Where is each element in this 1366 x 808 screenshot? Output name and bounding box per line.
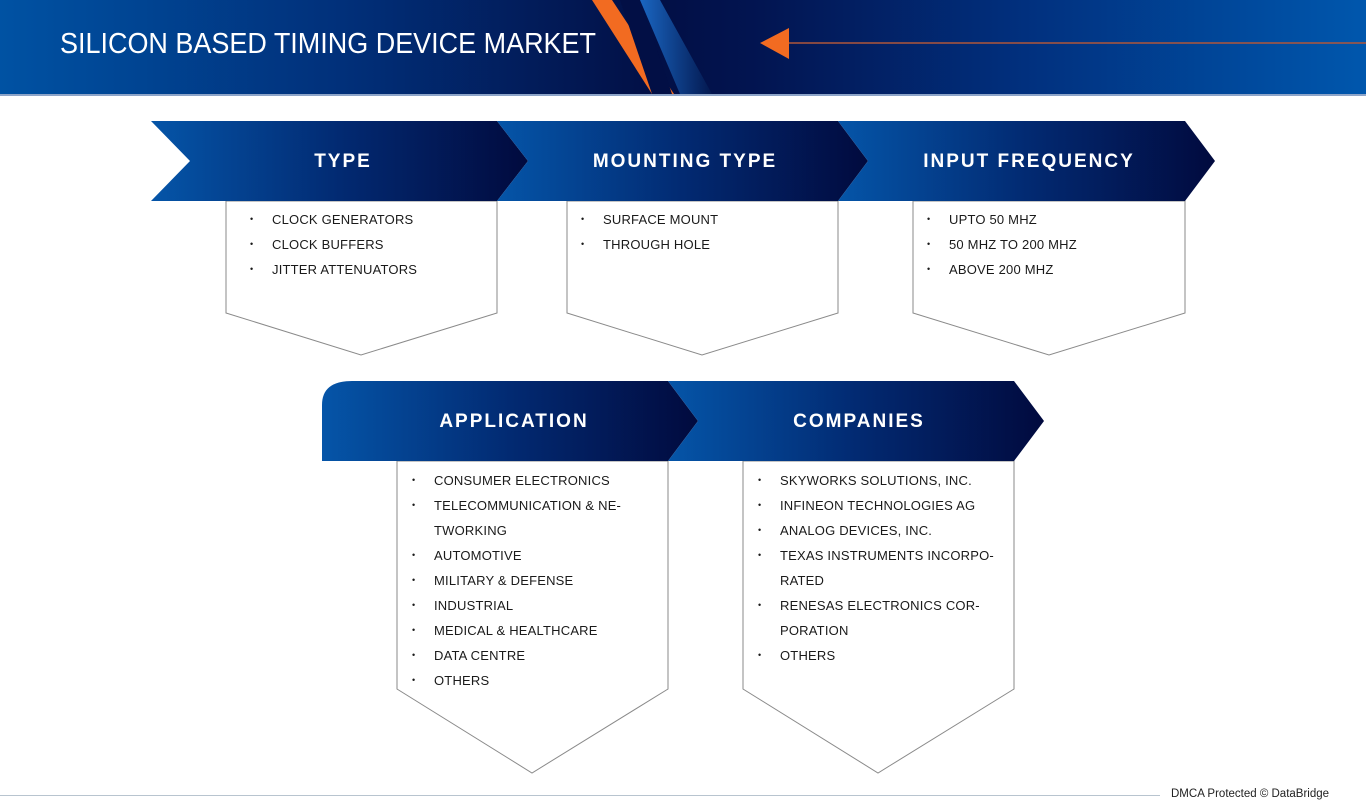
- list-item: ABOVE 200 MHZ: [927, 257, 1077, 282]
- list-item-continuation: PORATION: [780, 623, 849, 638]
- arrow-left-icon: [760, 28, 789, 59]
- list-item: JITTER ATTENUATORS: [250, 257, 417, 282]
- header-divider: [0, 94, 1366, 96]
- list-item: CLOCK BUFFERS: [250, 232, 417, 257]
- list-item: THROUGH HOLE: [581, 232, 718, 257]
- page-title: SILICON BASED TIMING DEVICE MARKET: [60, 28, 597, 60]
- segment-label-type: TYPE: [314, 151, 372, 172]
- header-banner: SILICON BASED TIMING DEVICE MARKET: [0, 0, 1366, 94]
- segment-label-input-frequency: INPUT FREQUENCY: [923, 151, 1135, 172]
- list-item: OTHERS: [758, 643, 994, 668]
- list-item: TEXAS INSTRUMENTS INCORPO-: [758, 543, 994, 568]
- list-item: AUTOMOTIVE: [412, 543, 621, 568]
- list-item: CLOCK GENERATORS: [250, 207, 417, 232]
- list-item: MILITARY & DEFENSE: [412, 568, 621, 593]
- segment-label-companies: COMPANIES: [793, 411, 925, 432]
- application-list: CONSUMER ELECTRONICS TELECOMMUNICATION &…: [412, 468, 621, 693]
- mounting-type-list: SURFACE MOUNT THROUGH HOLE: [581, 207, 718, 257]
- footer-divider: [0, 795, 1160, 796]
- list-item: RENESAS ELECTRONICS COR-: [758, 593, 994, 618]
- input-frequency-list: UPTO 50 MHZ 50 MHZ TO 200 MHZ ABOVE 200 …: [927, 207, 1077, 282]
- list-item: INFINEON TECHNOLOGIES AG: [758, 493, 994, 518]
- list-item: OTHERS: [412, 668, 621, 693]
- list-item: ANALOG DEVICES, INC.: [758, 518, 994, 543]
- companies-list: SKYWORKS SOLUTIONS, INC. INFINEON TECHNO…: [758, 468, 994, 668]
- mounting-type-chevron: [497, 121, 868, 201]
- list-item: UPTO 50 MHZ: [927, 207, 1077, 232]
- list-item-continuation: TWORKING: [434, 523, 508, 538]
- list-item: SKYWORKS SOLUTIONS, INC.: [758, 468, 994, 493]
- segment-label-application: APPLICATION: [439, 411, 589, 432]
- list-item: MEDICAL & HEALTHCARE: [412, 618, 621, 643]
- list-item: SURFACE MOUNT: [581, 207, 718, 232]
- type-chevron: [151, 121, 528, 201]
- list-item: INDUSTRIAL: [412, 593, 621, 618]
- list-item: 50 MHZ TO 200 MHZ: [927, 232, 1077, 257]
- type-list: CLOCK GENERATORS CLOCK BUFFERS JITTER AT…: [250, 207, 417, 282]
- application-chevron: [322, 381, 698, 461]
- companies-chevron: [668, 381, 1044, 461]
- list-item: CONSUMER ELECTRONICS: [412, 468, 621, 493]
- list-item: DATA CENTRE: [412, 643, 621, 668]
- segment-label-mounting-type: MOUNTING TYPE: [592, 151, 778, 172]
- decorative-stripes: [592, 0, 1366, 94]
- list-item-continuation: RATED: [780, 573, 825, 588]
- dmca-notice: DMCA Protected © DataBridge: [1171, 788, 1330, 800]
- list-item: TELECOMMUNICATION & NE-: [412, 493, 621, 518]
- input-frequency-chevron: [838, 121, 1215, 201]
